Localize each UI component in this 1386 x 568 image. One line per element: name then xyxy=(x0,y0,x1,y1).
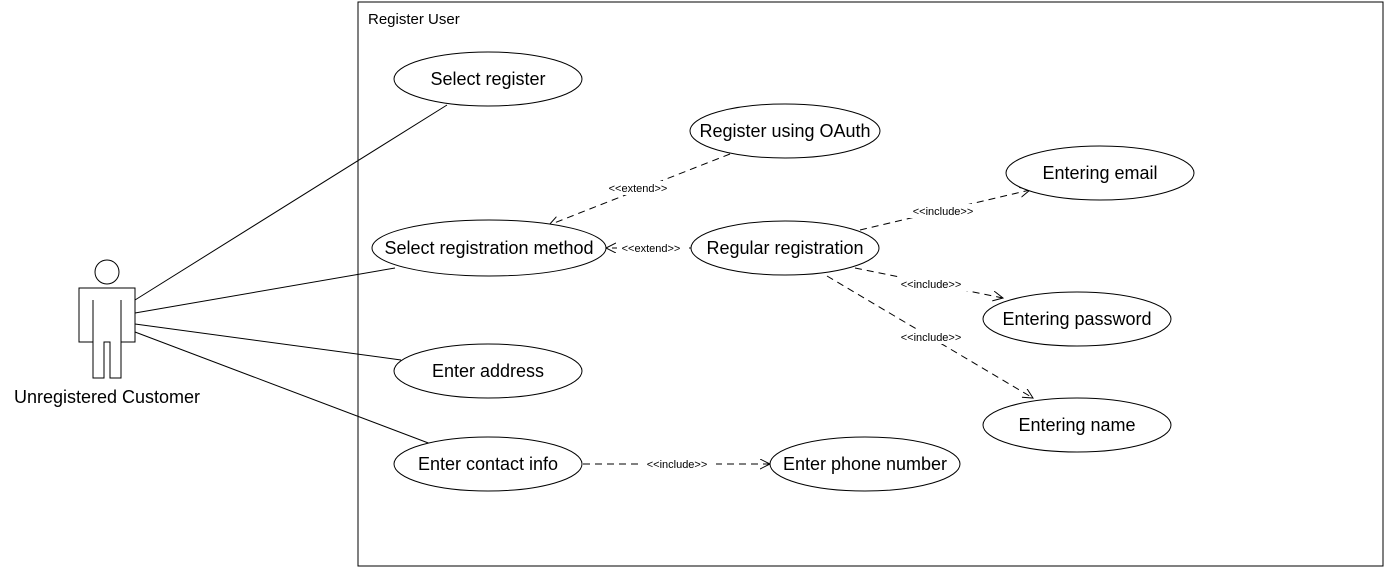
use-case-register-oauth[interactable]: Register using OAuth xyxy=(689,103,881,159)
extend-regular-label: <<extend>> xyxy=(622,243,681,255)
svg-text:Register using OAuth: Register using OAuth xyxy=(699,121,870,141)
svg-text:Enter phone number: Enter phone number xyxy=(783,454,947,474)
use-case-select-register[interactable]: Select register xyxy=(393,51,583,107)
associations xyxy=(134,104,448,445)
stereotype-labels: <<extend>> <<extend>> <<include>> <<incl… xyxy=(603,181,981,471)
include-name-arrow xyxy=(826,275,1033,398)
use-case-regular-registration[interactable]: Regular registration xyxy=(690,220,880,276)
use-case-enter-address[interactable]: Enter address xyxy=(393,343,583,399)
dependencies xyxy=(549,153,1033,464)
use-case-entering-email[interactable]: Entering email xyxy=(1005,145,1195,201)
svg-text:Entering email: Entering email xyxy=(1042,163,1157,183)
use-case-entering-password[interactable]: Entering password xyxy=(982,291,1172,347)
use-case-entering-name[interactable]: Entering name xyxy=(982,397,1172,453)
include-email-label: <<include>> xyxy=(913,206,974,218)
svg-text:Regular registration: Regular registration xyxy=(706,238,863,258)
actor-name: Unregistered Customer xyxy=(14,387,200,407)
system-title: Register User xyxy=(368,11,460,28)
include-name-label: <<include>> xyxy=(901,332,962,344)
extend-oauth-label: <<extend>> xyxy=(609,183,668,195)
svg-text:Select registration method: Select registration method xyxy=(384,238,593,258)
svg-text:Entering name: Entering name xyxy=(1018,415,1135,435)
svg-text:Enter contact info: Enter contact info xyxy=(418,454,558,474)
use-case-enter-contact-info[interactable]: Enter contact info xyxy=(393,436,583,492)
svg-text:Entering password: Entering password xyxy=(1002,309,1151,329)
assoc-select-register xyxy=(134,104,448,301)
system-boundary xyxy=(357,1,1384,567)
svg-text:Select register: Select register xyxy=(430,69,545,89)
assoc-enter-contact xyxy=(134,331,432,445)
use-case-select-registration-method[interactable]: Select registration method xyxy=(371,219,607,277)
actor-unregistered-customer[interactable]: Unregistered Customer xyxy=(14,259,200,407)
use-case-enter-phone-number[interactable]: Enter phone number xyxy=(769,436,961,492)
actor-head xyxy=(94,259,120,285)
include-password-label: <<include>> xyxy=(901,279,962,291)
include-phone-label: <<include>> xyxy=(647,459,708,471)
svg-text:Enter address: Enter address xyxy=(432,361,544,381)
assoc-enter-address xyxy=(134,323,402,361)
actor-body xyxy=(78,287,136,379)
assoc-select-method xyxy=(134,267,396,314)
